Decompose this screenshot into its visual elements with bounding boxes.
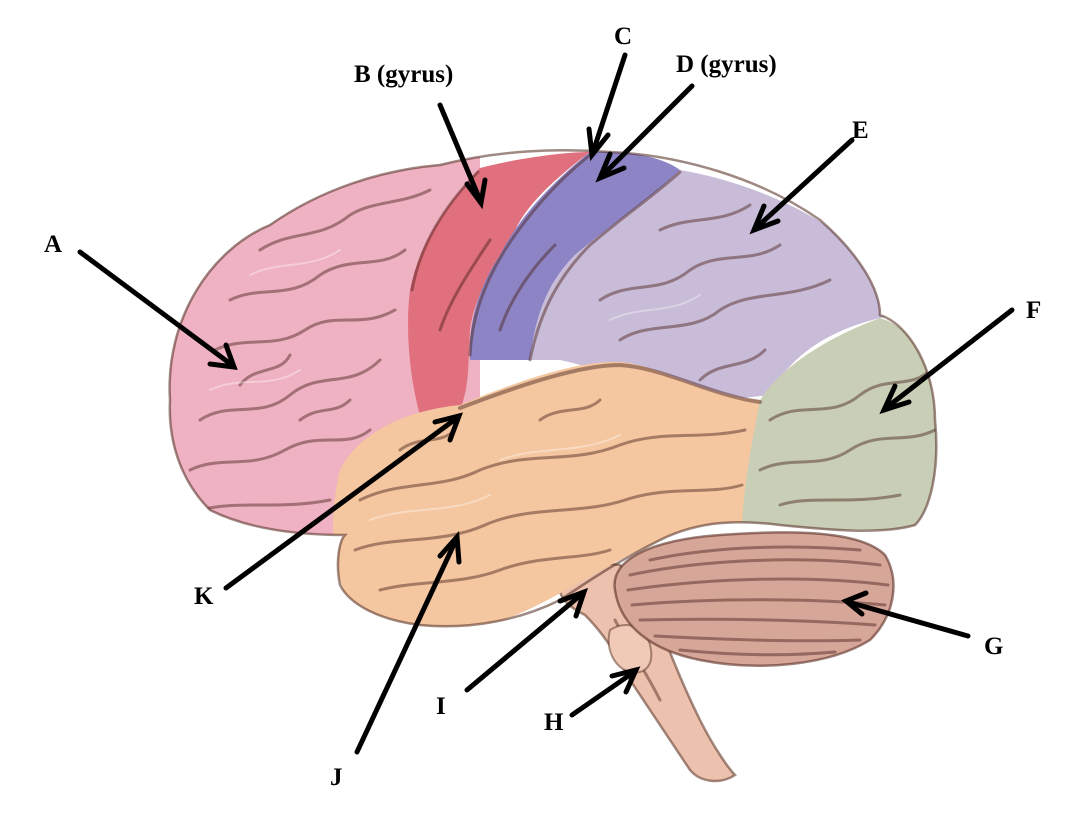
label-a: A — [44, 231, 62, 258]
label-d: D (gyrus) — [676, 51, 777, 78]
label-h: H — [544, 709, 564, 736]
arrow-h — [572, 670, 636, 715]
arrow-c — [589, 55, 625, 155]
label-i: I — [436, 693, 446, 720]
label-f: F — [1026, 297, 1041, 324]
label-b: B (gyrus) — [354, 61, 453, 88]
label-k: K — [194, 583, 214, 610]
label-c: C — [614, 23, 632, 50]
label-e: E — [852, 117, 869, 144]
label-j: J — [330, 764, 343, 791]
label-g: G — [984, 633, 1003, 660]
